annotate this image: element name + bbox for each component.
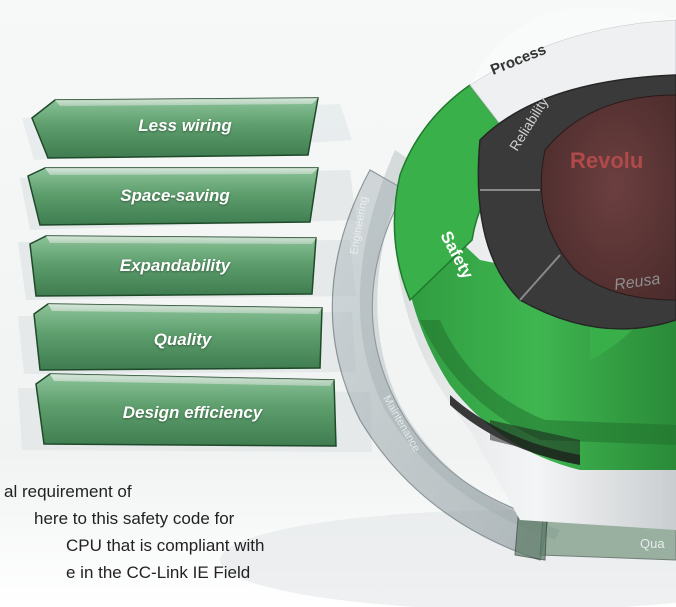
ring-label-quality: Qua xyxy=(640,536,665,551)
paragraph-line: CPU that is compliant with xyxy=(66,536,265,555)
paragraph-line: e in the CC-Link IE Field xyxy=(66,563,251,582)
step-label-space-saving: Space-saving xyxy=(120,186,230,205)
step-quality xyxy=(18,303,356,374)
center-disc xyxy=(540,94,676,301)
step-design-efficiency xyxy=(18,373,372,452)
step-expandability xyxy=(18,235,356,300)
body-paragraph: al requirement of here to this safety co… xyxy=(0,478,345,607)
label-reusability: Reusa xyxy=(613,271,661,294)
step-less-wiring xyxy=(22,97,352,160)
paragraph-line: al requirement of xyxy=(4,482,132,501)
paragraph-line: here to this safety code for xyxy=(34,509,235,528)
step-label-less-wiring: Less wiring xyxy=(138,116,232,135)
step-label-expandability: Expandability xyxy=(119,256,231,275)
step-space-saving xyxy=(20,167,356,230)
step-label-design-efficiency: Design efficiency xyxy=(122,403,263,422)
step-stack xyxy=(18,97,372,452)
core-cylinder xyxy=(393,7,676,530)
label-center: Revolu xyxy=(570,148,643,173)
step-label-quality: Quality xyxy=(153,330,212,349)
